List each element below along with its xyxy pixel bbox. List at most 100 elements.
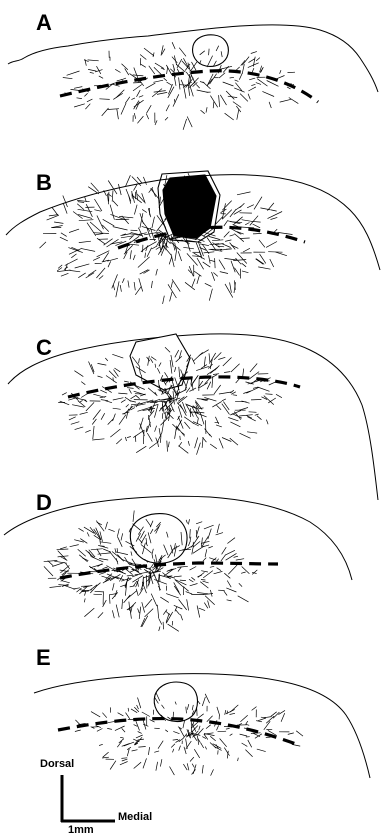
- fiber-trace: [213, 374, 219, 375]
- fiber-trace: [97, 549, 101, 556]
- fiber-trace: [184, 422, 190, 429]
- fiber-trace: [92, 439, 104, 440]
- fiber-trace: [237, 109, 239, 120]
- fiber-trace: [80, 539, 87, 544]
- fiber-trace: [114, 368, 120, 372]
- fiber-trace: [210, 368, 217, 374]
- fiber-trace: [130, 401, 136, 403]
- fiber-trace: [110, 761, 116, 770]
- fiber-trace: [266, 242, 277, 248]
- fiber-trace: [174, 605, 183, 609]
- fiber-trace: [198, 575, 202, 577]
- fiber-trace: [74, 104, 85, 107]
- fiber-trace: [209, 49, 210, 56]
- fiber-trace: [149, 442, 159, 449]
- fiber-trace: [75, 730, 81, 732]
- fiber-trace: [154, 751, 159, 752]
- fiber-trace: [90, 72, 94, 73]
- fiber-trace: [119, 217, 133, 218]
- panel-e-lesion: [154, 682, 197, 721]
- fiber-trace: [136, 395, 140, 399]
- fiber-trace: [125, 68, 129, 75]
- fiber-trace: [143, 177, 146, 185]
- fiber-trace: [153, 53, 154, 58]
- fiber-trace: [165, 117, 168, 120]
- fiber-trace: [60, 547, 67, 549]
- fiber-trace: [238, 758, 239, 761]
- fiber-trace: [112, 583, 114, 590]
- fiber-trace: [121, 400, 126, 403]
- fiber-trace: [44, 566, 53, 576]
- fiber-trace: [153, 80, 163, 82]
- fiber-trace: [118, 713, 124, 716]
- fiber-trace: [133, 511, 134, 522]
- fiber-trace: [156, 762, 158, 771]
- fiber-trace: [220, 272, 228, 274]
- fiber-trace: [155, 426, 157, 432]
- fiber-trace: [115, 69, 120, 72]
- fiber-trace: [197, 258, 204, 269]
- fiber-trace: [210, 590, 212, 597]
- fiber-trace: [215, 422, 219, 423]
- fiber-trace: [289, 98, 299, 104]
- fiber-trace: [57, 270, 70, 272]
- fiber-trace: [138, 739, 144, 740]
- fiber-trace: [133, 85, 142, 91]
- fiber-trace: [122, 728, 125, 732]
- fiber-trace: [195, 438, 198, 449]
- fiber-trace: [180, 436, 181, 440]
- fiber-trace: [70, 270, 81, 271]
- fiber-trace: [151, 594, 157, 607]
- fiber-trace: [78, 202, 84, 203]
- fiber-trace: [78, 209, 93, 211]
- fiber-trace: [188, 441, 189, 446]
- fiber-trace: [70, 545, 79, 547]
- fiber-trace: [181, 614, 183, 620]
- fiber-trace: [52, 208, 58, 216]
- fiber-trace: [85, 430, 90, 432]
- fiber-trace: [202, 737, 206, 739]
- fiber-trace: [91, 183, 99, 192]
- fiber-trace: [162, 420, 164, 434]
- fiber-trace: [226, 91, 234, 99]
- fiber-trace: [204, 525, 214, 529]
- fiber-trace: [127, 575, 134, 576]
- fiber-trace: [215, 258, 216, 268]
- fiber-trace: [209, 353, 215, 364]
- fiber-trace: [131, 396, 136, 399]
- fiber-trace: [142, 209, 147, 212]
- fiber-trace: [239, 73, 242, 80]
- fiber-trace: [78, 273, 85, 278]
- fiber-trace: [276, 252, 287, 256]
- fiber-trace: [225, 113, 234, 120]
- fiber-trace: [196, 85, 199, 89]
- fiber-trace: [223, 358, 232, 367]
- fiber-trace: [158, 741, 163, 749]
- fiber-trace: [266, 420, 268, 425]
- fiber-trace: [234, 88, 244, 92]
- fiber-trace: [253, 233, 262, 234]
- fiber-trace: [134, 113, 135, 119]
- fiber-trace: [292, 744, 300, 746]
- fiber-trace: [132, 750, 138, 751]
- fiber-trace: [206, 725, 211, 729]
- fiber-trace: [127, 388, 134, 389]
- fiber-trace: [271, 217, 278, 219]
- fiber-trace: [203, 262, 211, 267]
- fiber-trace: [240, 94, 248, 102]
- fiber-trace: [194, 749, 199, 758]
- panel-label-a: A: [36, 10, 52, 35]
- fiber-trace: [113, 201, 118, 206]
- fiber-trace: [93, 426, 94, 439]
- fiber-trace: [94, 594, 102, 595]
- fiber-trace: [139, 233, 147, 235]
- fiber-trace: [116, 552, 128, 555]
- fiber-trace: [236, 258, 242, 264]
- fiber-trace: [79, 528, 84, 531]
- fiber-trace: [287, 87, 291, 89]
- fiber-trace: [209, 255, 211, 263]
- fiber-trace: [85, 592, 86, 596]
- fiber-trace: [92, 419, 96, 425]
- fiber-trace: [217, 524, 219, 533]
- fiber-trace: [197, 593, 208, 594]
